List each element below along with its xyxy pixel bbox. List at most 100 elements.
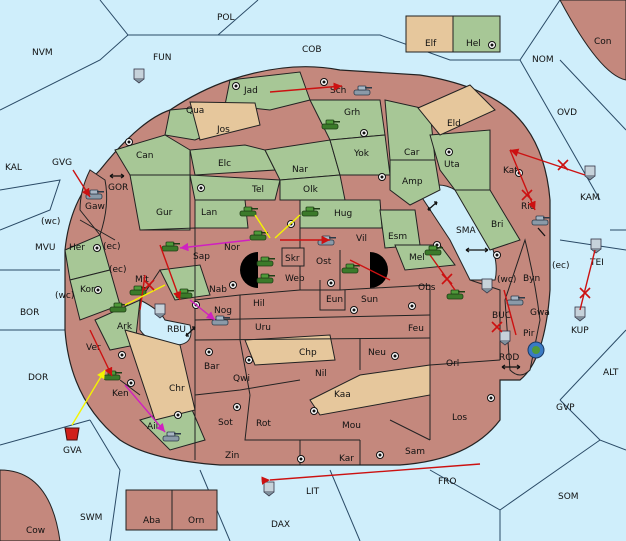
sea-label-swm: SWM [80,513,102,523]
region-jos[interactable] [189,101,261,141]
units [64,85,551,442]
label-esm: Esm [388,232,407,242]
sea-label-elf: Elf [425,39,437,49]
label-sot: Sot [218,418,233,428]
sea-label-gva: GVA [63,446,83,456]
sea-label-cob: COB [302,45,322,55]
label-sap: Sap [193,252,210,262]
sea-label-alt: ALT [603,368,619,378]
sea-label-con: Con [594,37,612,47]
sea-label-bor: BOR [20,308,39,318]
sea-label-buc: BUC [492,311,511,321]
sea-label-aba: Aba [143,516,160,526]
label-lan: Lan [201,208,217,218]
region-bri[interactable] [454,189,521,251]
label-vil: Vil [356,234,367,244]
sea-label-hel: Hel [466,39,481,49]
label-ver: Ver [86,343,101,353]
barrier-east [370,252,388,288]
label-uru: Uru [255,323,271,333]
label-can: Can [136,151,154,161]
region-can[interactable] [114,134,191,176]
label-car: Car [404,148,420,158]
sea-label-dor: DOR [28,373,48,383]
region-amp[interactable] [389,159,441,206]
label-grh: Grh [344,108,360,118]
label-gur: Gur [156,208,173,218]
label-rot: Rot [256,419,271,429]
sea-label-fro: FRO [438,477,457,487]
label-orl: Orl [446,359,459,369]
sea-label-kup: KUP [571,326,589,336]
coast-wc-kor: (wc) [55,291,74,301]
sea-label-nvm: NVM [32,48,53,58]
label-mit: Mit [135,275,149,285]
coast-ec-her: (ec) [103,242,121,252]
region-jad[interactable] [224,71,311,111]
region-nab[interactable] [159,264,211,301]
label-chp: Chp [299,348,317,358]
label-neu: Neu [368,348,386,358]
passages [109,173,546,370]
sea-label-dax: DAX [271,520,290,530]
label-mou: Mou [342,421,361,431]
sea-label-kal: KAL [5,163,22,173]
label-kar: Kar [339,454,354,464]
label-nor: Nor [224,243,240,253]
label-ark: Ark [117,322,133,332]
region-chp[interactable] [244,334,336,366]
sea-label-som: SOM [558,492,579,502]
label-ail: Ail [147,422,158,432]
label-qwi: Qwi [233,374,250,384]
label-jos: Jos [216,125,230,135]
sea-label-fun: FUN [153,53,172,63]
coast-ec-kor: (ec) [109,265,127,275]
label-web: Web [285,274,305,284]
label-hil: Hil [253,299,265,309]
sea-label-nom: NOM [532,55,554,65]
sea-label-cow: Cow [26,526,45,536]
region-eld[interactable] [417,84,496,136]
barrier-west [240,252,258,288]
label-olk: Olk [303,185,319,195]
region-esm[interactable] [379,209,421,249]
sea-label-rod: ROD [499,353,519,363]
label-amp: Amp [402,177,423,187]
label-her: Her [69,243,85,253]
sea-label-sma: SMA [456,226,476,236]
sea-label-mvu: MVU [35,243,56,253]
label-pir: Pir [523,329,535,339]
label-sam: Sam [405,447,425,457]
label-sun: Sun [361,295,378,305]
sea-label-tei: TEI [589,258,604,268]
label-chr: Chr [169,384,185,394]
label-jad: Jad [243,86,258,96]
region-gur[interactable] [129,174,191,231]
region-lan[interactable] [194,199,249,229]
cut-markers [143,159,591,333]
label-nil: Nil [315,369,327,379]
label-mel: Mel [409,253,425,263]
coast-wc-byn: (wc) [497,275,516,285]
region-elc[interactable] [189,144,276,176]
region-tel[interactable] [189,174,281,201]
label-tel: Tel [251,185,264,195]
sea-label-gor: GOR [108,183,128,193]
coast-ec-byn: (ec) [552,261,570,271]
label-gaw: Gaw [85,202,105,212]
label-hug: Hug [334,209,352,219]
sea-label-lit: LIT [306,487,320,497]
label-nab: Nab [209,285,227,295]
label-yok: Yok [353,149,370,159]
label-los: Los [452,413,467,423]
sea-label-rbu: RBU [167,325,186,335]
sea-label-ovd: OVD [557,108,577,118]
label-ost: Ost [316,257,332,267]
label-kaa: Kaa [334,390,351,400]
label-sch: Sch [330,86,346,96]
coast-wc-her: (wc) [41,217,60,227]
gva-unit [64,427,80,441]
label-feu: Feu [408,324,424,334]
sea-label-gvp: GVP [556,403,575,413]
